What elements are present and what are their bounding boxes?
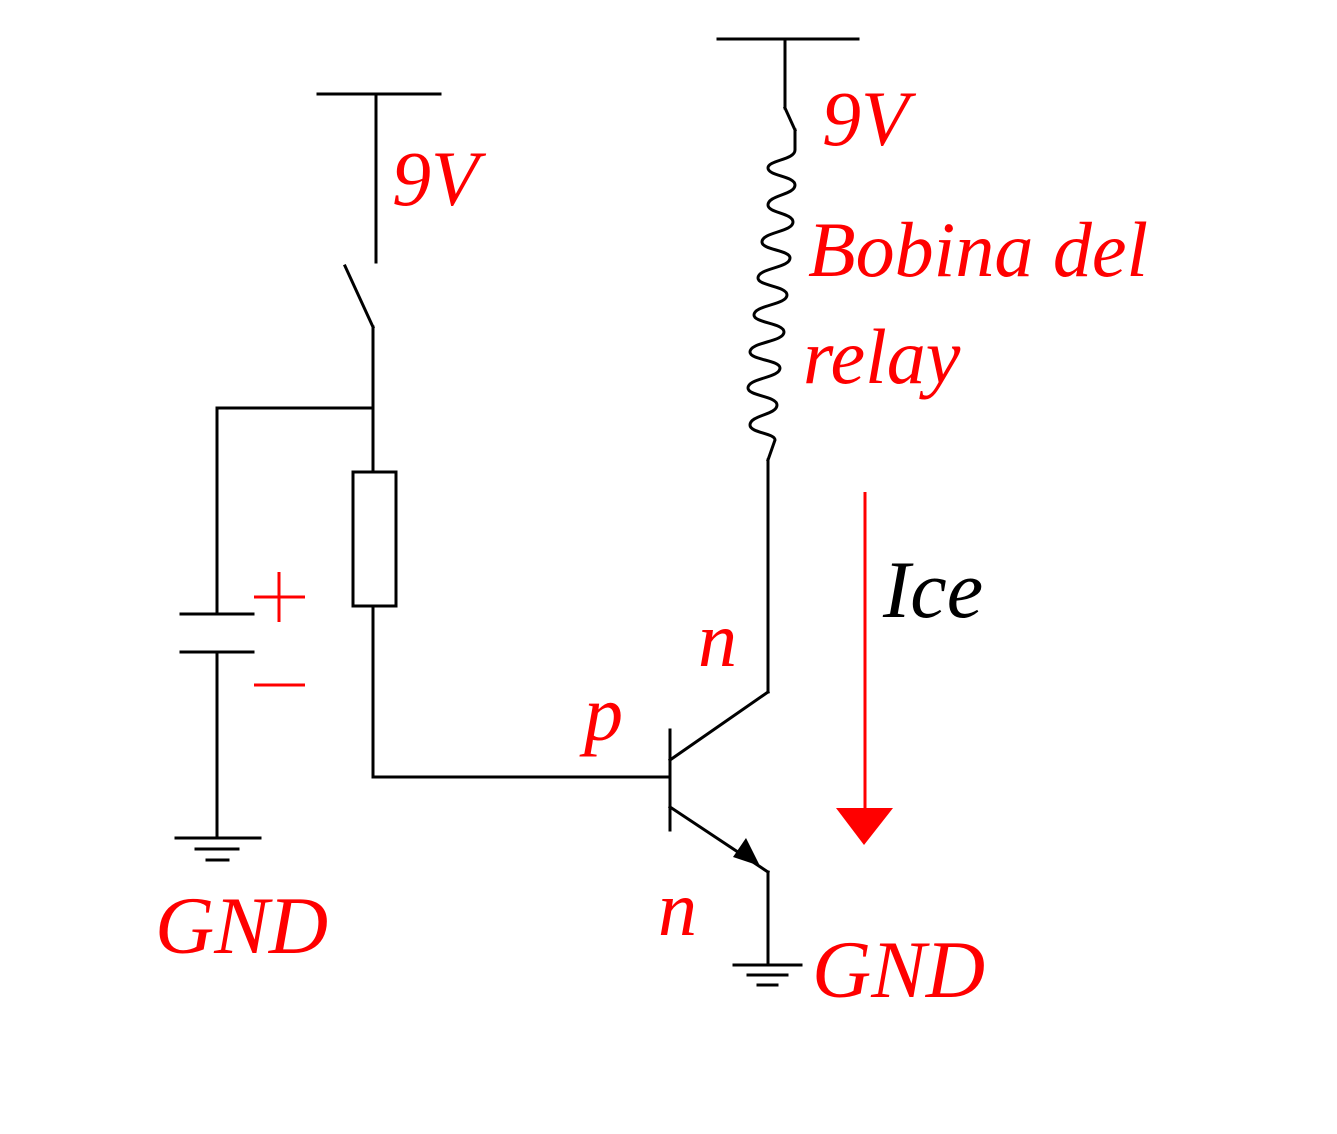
transistor <box>667 689 771 965</box>
collector-label: n <box>698 596 737 683</box>
supply-right <box>716 37 860 132</box>
current-arrow <box>836 492 893 845</box>
gnd-right-label: GND <box>812 924 985 1015</box>
coil-label-line2: relay <box>803 313 961 400</box>
supply-left <box>316 92 442 264</box>
emitter-arrow <box>733 838 760 866</box>
capacitor-plus-sign <box>254 572 305 622</box>
gnd-left-label: GND <box>155 880 328 971</box>
base-label: p <box>579 670 623 757</box>
current-label: Ice <box>882 544 983 635</box>
coil-label-line1: Bobina del <box>808 206 1148 293</box>
ground-right <box>732 963 803 987</box>
relay-coil <box>746 128 797 694</box>
supply-right-label: 9V <box>822 75 917 162</box>
ground-left <box>174 836 262 862</box>
supply-left-label: 9V <box>392 135 487 222</box>
capacitor <box>179 612 255 840</box>
resistor <box>351 470 672 779</box>
switch[interactable] <box>343 264 375 474</box>
emitter-label: n <box>658 865 697 952</box>
capacitor-branch <box>215 406 375 616</box>
